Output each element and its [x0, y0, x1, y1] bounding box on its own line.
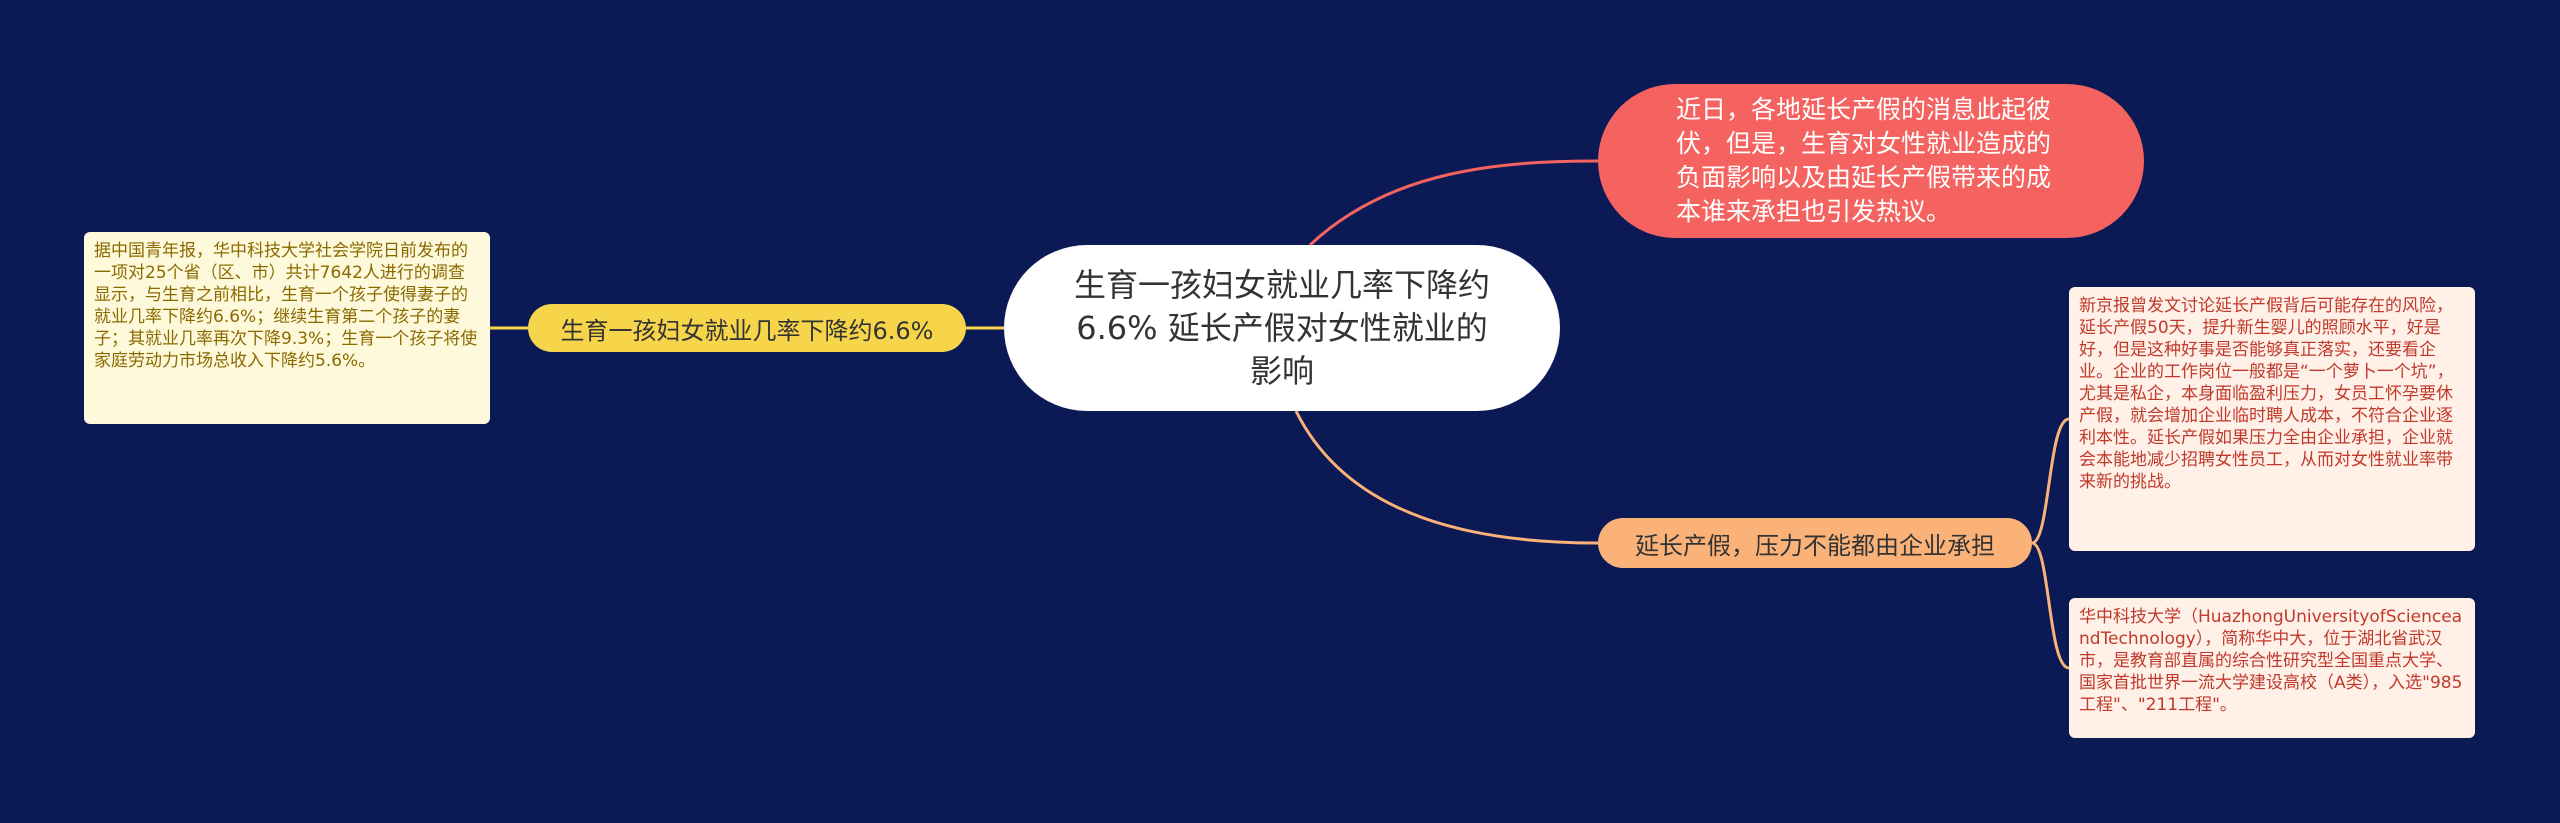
- note-left-text: 据中国青年报，华中科技大学社会学院日前发布的一项对25个省（区、市）共计7642…: [94, 241, 478, 371]
- branch-left-label: 生育一孩妇女就业几率下降约6.6%: [560, 316, 934, 345]
- central-topic-node[interactable]: 生育一孩妇女就业几率下降约6.6% 延长产假对女性就业的影响: [1004, 245, 1560, 411]
- connector-right-note1: [2031, 417, 2070, 545]
- note-left[interactable]: 据中国青年报，华中科技大学社会学院日前发布的一项对25个省（区、市）共计7642…: [84, 232, 490, 424]
- note-right-2-text: 华中科技大学（HuazhongUniversityofScienceandTec…: [2079, 607, 2463, 715]
- note-right-1[interactable]: 新京报曾发文讨论延长产假背后可能存在的风险，延长产假50天，提升新生婴儿的照顾水…: [2069, 287, 2475, 551]
- branch-node-top[interactable]: 近日，各地延长产假的消息此起彼伏，但是，生育对女性就业造成的负面影响以及由延长产…: [1598, 84, 2144, 238]
- branch-right-label: 延长产假，压力不能都由企业承担: [1635, 531, 1995, 560]
- branch-node-left[interactable]: 生育一孩妇女就业几率下降约6.6%: [528, 304, 966, 352]
- branch-node-right[interactable]: 延长产假，压力不能都由企业承担: [1598, 518, 2032, 568]
- note-right-2[interactable]: 华中科技大学（HuazhongUniversityofScienceandTec…: [2069, 598, 2475, 738]
- branch-top-text: 近日，各地延长产假的消息此起彼伏，但是，生育对女性就业造成的负面影响以及由延长产…: [1676, 95, 2052, 226]
- note-right-1-text: 新京报曾发文讨论延长产假背后可能存在的风险，延长产假50天，提升新生婴儿的照顾水…: [2079, 296, 2454, 492]
- connector-center-right: [1294, 410, 1599, 545]
- connector-right-note2: [2031, 541, 2070, 670]
- connector-center-top: [1308, 159, 1599, 247]
- central-topic-text: 生育一孩妇女就业几率下降约6.6% 延长产假对女性就业的影响: [1073, 265, 1490, 390]
